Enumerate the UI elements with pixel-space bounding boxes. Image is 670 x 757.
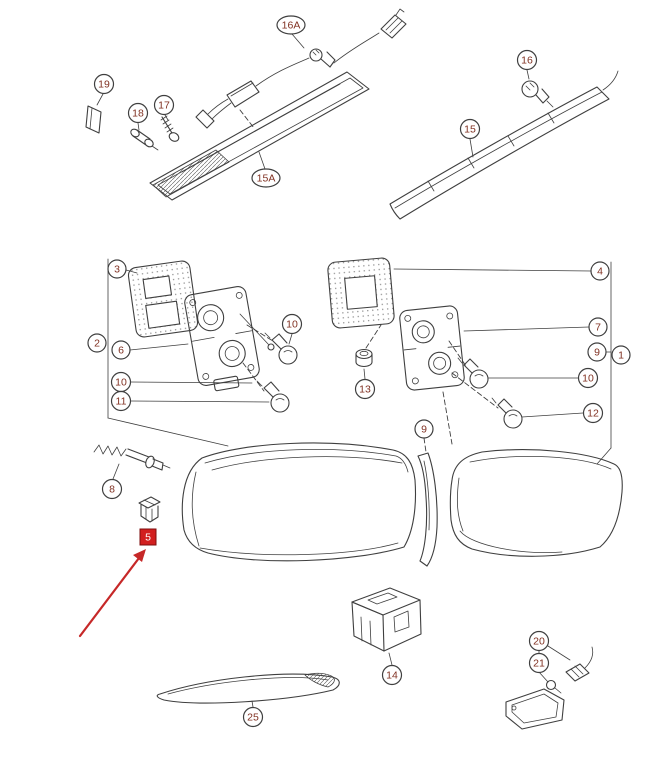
svg-text:12: 12 [587, 408, 599, 420]
svg-text:16: 16 [521, 55, 533, 67]
callout-9-trim-strip[interactable]: 9 [414, 419, 434, 439]
gasket-left-drawing [127, 260, 199, 338]
callout-15[interactable]: 15 [459, 118, 481, 140]
svg-text:7: 7 [595, 322, 601, 334]
brake-light-socket-cable-drawing [195, 8, 407, 129]
svg-text:1: 1 [618, 350, 624, 362]
callout-7[interactable]: 7 [588, 317, 608, 337]
svg-text:4: 4 [597, 266, 603, 278]
svg-text:9: 9 [594, 347, 600, 359]
svg-text:19: 19 [98, 79, 110, 91]
callout-14[interactable]: 14 [381, 664, 403, 686]
svg-text:9: 9 [421, 424, 427, 436]
tail-light-trim-strip-drawing [417, 452, 438, 567]
callout-20[interactable]: 20 [528, 630, 550, 652]
screw-8-drawing [93, 444, 171, 471]
callout-1[interactable]: 1 [611, 345, 631, 365]
leader-lines [96, 33, 612, 708]
svg-text:25: 25 [247, 712, 259, 724]
callout-16[interactable]: 16 [516, 49, 538, 71]
svg-text:15A: 15A [257, 173, 276, 185]
svg-text:10: 10 [286, 319, 298, 331]
callout-12[interactable]: 12 [582, 402, 604, 424]
bulb-11-drawing [256, 380, 290, 413]
svg-text:14: 14 [386, 670, 398, 682]
svg-text:10: 10 [115, 377, 127, 389]
callout-19[interactable]: 19 [93, 73, 115, 95]
callout-17[interactable]: 17 [153, 94, 175, 116]
svg-text:15: 15 [464, 124, 476, 136]
bulb-12-drawing [491, 397, 523, 429]
tail-light-lens-left-drawing [181, 442, 417, 562]
svg-text:8: 8 [109, 484, 115, 496]
callout-4[interactable]: 4 [590, 261, 610, 281]
svg-text:21: 21 [533, 658, 545, 670]
callout-5-highlighted[interactable]: 5 [139, 528, 157, 546]
callout-9-right-column[interactable]: 9 [587, 342, 607, 362]
callout-25[interactable]: 25 [242, 706, 264, 728]
svg-text:5: 5 [145, 532, 151, 544]
callout-10-upper-left[interactable]: 10 [281, 313, 303, 335]
pointer-arrow [78, 549, 146, 638]
fasteners-17-18-19-drawing [85, 105, 180, 151]
callout-2[interactable]: 2 [87, 333, 107, 353]
svg-text:6: 6 [118, 345, 124, 357]
svg-text:2: 2 [94, 338, 100, 350]
high-mount-brake-light-alt-drawing [389, 70, 619, 220]
callout-13[interactable]: 13 [354, 378, 376, 400]
bulb-carrier-left-drawing [184, 286, 260, 392]
nut-13-drawing [355, 348, 373, 368]
callout-10-left-column[interactable]: 10 [110, 371, 132, 393]
svg-text:3: 3 [114, 264, 120, 276]
bulb-10-upper-left-drawing [264, 332, 298, 365]
svg-text:16A: 16A [282, 20, 301, 32]
callout-10-right[interactable]: 10 [577, 367, 599, 389]
gasket-right-drawing [327, 257, 395, 329]
bulb-carrier-right-drawing [399, 305, 465, 391]
callout-6[interactable]: 6 [111, 340, 131, 360]
callout-21[interactable]: 21 [528, 652, 550, 674]
assembly-guide-lines [239, 109, 499, 453]
mounting-bracket-14-drawing [351, 587, 422, 652]
callout-3[interactable]: 3 [107, 259, 127, 279]
reflector-strip-25-drawing [156, 672, 340, 704]
clip-nut-5-drawing [138, 496, 161, 523]
svg-text:11: 11 [116, 396, 127, 408]
callout-8[interactable]: 8 [101, 478, 123, 500]
svg-text:18: 18 [132, 108, 144, 120]
tail-light-lens-right-drawing [449, 449, 623, 557]
svg-text:10: 10 [582, 373, 594, 385]
callout-15A[interactable]: 15A [251, 168, 281, 188]
svg-text:13: 13 [359, 384, 371, 396]
high-mount-brake-light-drawing [149, 71, 370, 201]
bulb-10-right-drawing [457, 357, 489, 389]
callout-16A[interactable]: 16A [276, 15, 306, 35]
svg-text:20: 20 [533, 636, 545, 648]
bulb-16-drawing [521, 80, 554, 108]
callout-11[interactable]: 11 [110, 390, 132, 412]
callout-18[interactable]: 18 [127, 102, 149, 124]
license-plate-light-drawing [505, 646, 594, 730]
svg-text:17: 17 [158, 100, 170, 112]
